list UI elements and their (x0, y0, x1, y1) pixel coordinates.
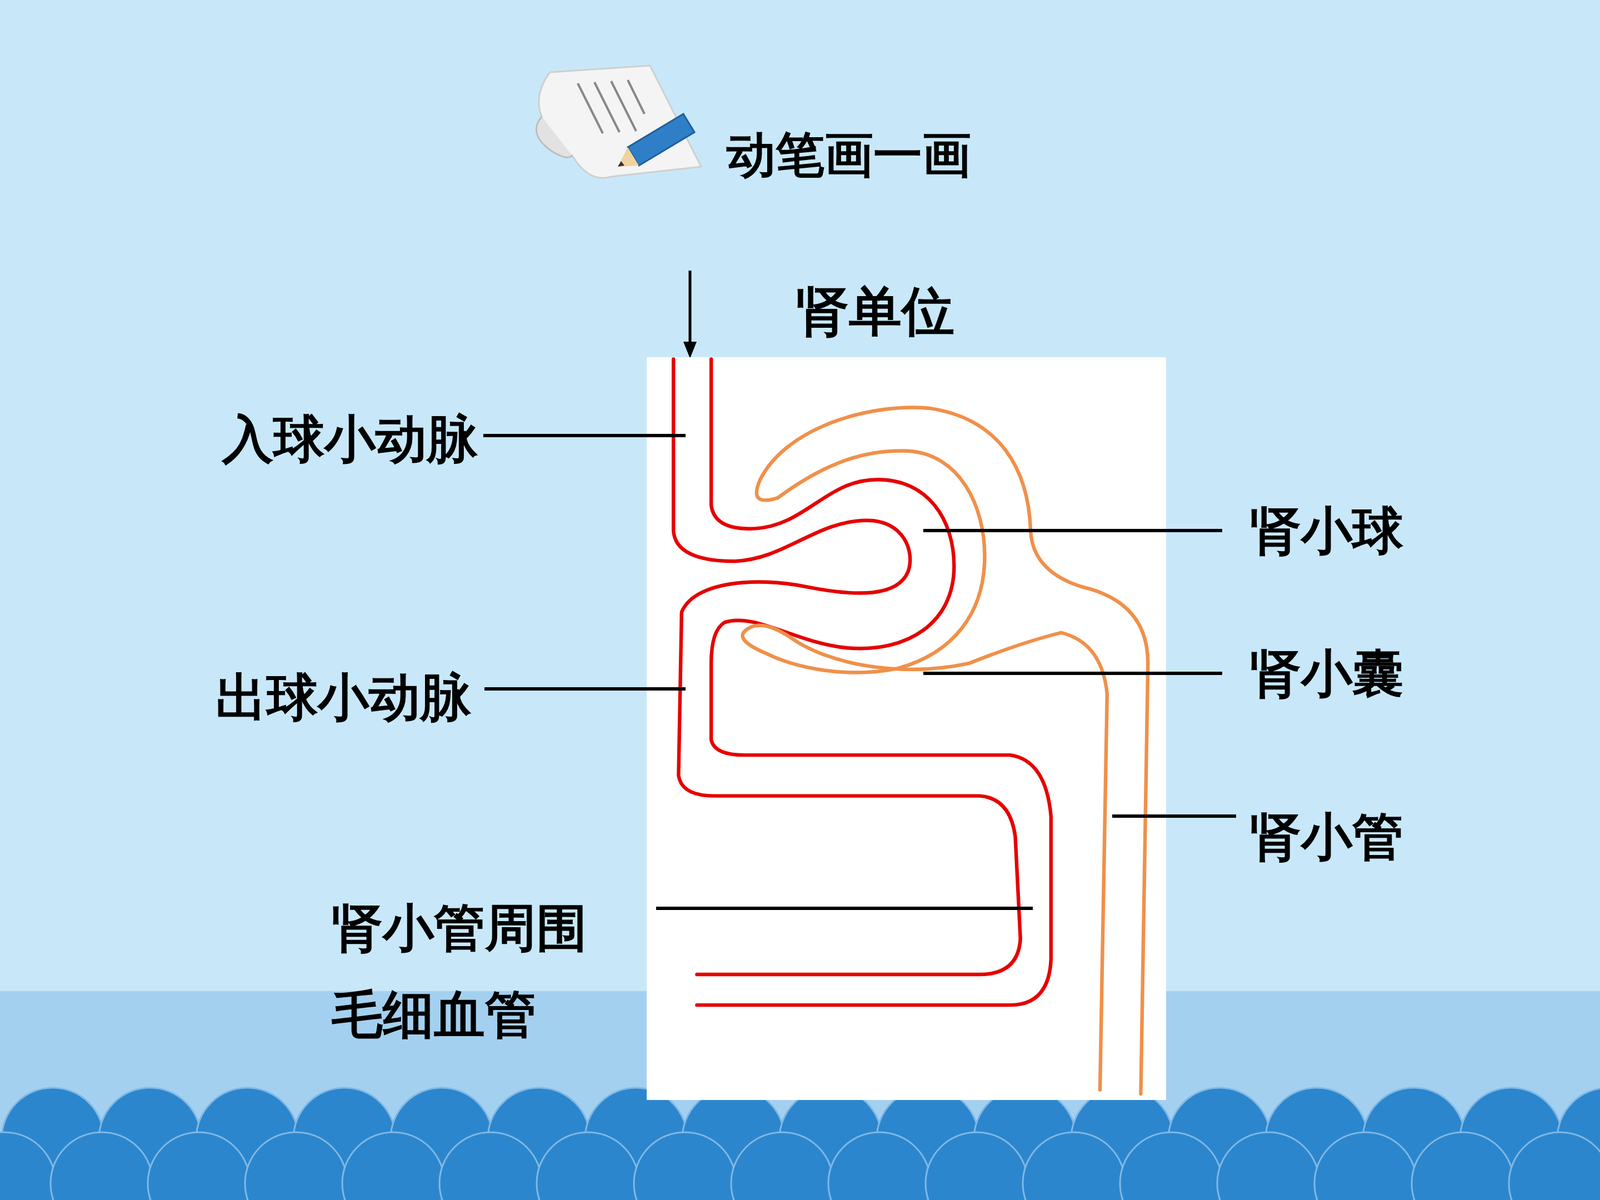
wave-circle (828, 1132, 931, 1200)
part-label: 肾小管 (1250, 806, 1404, 868)
paper-pencil-icon (536, 65, 702, 178)
wave-circle (50, 1132, 153, 1200)
pointer-arrow (683, 270, 697, 359)
part-label: 肾小管周围 毛细血管 (331, 884, 608, 1059)
wave-circle (925, 1132, 1028, 1200)
capsule-tubule (742, 625, 1108, 1090)
wave-circle (0, 1132, 56, 1200)
wave-circle (1314, 1132, 1417, 1200)
wave-circle (1217, 1132, 1320, 1200)
wave-circle (342, 1132, 445, 1200)
title: 动笔画一画 (726, 125, 972, 185)
nephron-label: 肾单位 (796, 279, 955, 343)
wave-circle (147, 1132, 250, 1200)
drawing-panel (646, 357, 1167, 1100)
part-label: 肾小囊 (1250, 642, 1404, 704)
wave-circle (1411, 1132, 1514, 1200)
part-label: 肾小球 (1250, 500, 1404, 562)
part-label: 入球小动脉 (222, 408, 478, 470)
leader-lines (483, 435, 1237, 909)
wave-circle (1120, 1132, 1223, 1200)
wave-circle (1022, 1132, 1125, 1200)
wave-circle (731, 1132, 834, 1200)
afferent-efferent-vessel (673, 359, 1020, 975)
wave-circle (245, 1132, 348, 1200)
wave-circle (536, 1132, 639, 1200)
capsule-tubule (760, 407, 1148, 1094)
part-label: 出球小动脉 (215, 666, 472, 728)
wave-row (0, 1087, 1600, 1200)
wave-circle (633, 1132, 737, 1200)
wave-circle (1508, 1132, 1600, 1200)
wave-circle (439, 1132, 542, 1200)
